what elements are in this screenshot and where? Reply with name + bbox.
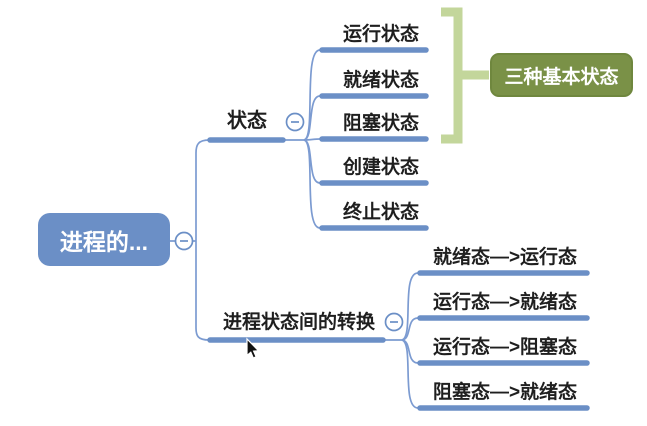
- mouse-cursor: [246, 337, 260, 359]
- collapse-icon-transition[interactable]: [384, 312, 404, 332]
- connector-t2: [401, 317, 419, 341]
- root-topic-label: 进程的...: [59, 228, 149, 255]
- callout-three-basic-states[interactable]: 三种基本状态: [490, 53, 633, 97]
- collapse-icon-state[interactable]: [285, 112, 305, 132]
- collapse-icon-root[interactable]: [174, 231, 194, 251]
- group-bracket: [441, 7, 463, 144]
- connector-blocked: [303, 138, 321, 141]
- subtopic-running-state[interactable]: 运行状态: [342, 24, 419, 45]
- connector-created: [303, 139, 321, 184]
- callout-label: 三种基本状态: [504, 66, 619, 88]
- subtopic-blocked-state[interactable]: 阻塞状态: [342, 113, 419, 134]
- subtopic-ready-to-running[interactable]: 就绪态—>运行态: [432, 247, 578, 268]
- root-topic[interactable]: 进程的...: [38, 213, 170, 266]
- connector-t4: [401, 339, 419, 409]
- subtopic-created-state[interactable]: 创建状态: [342, 157, 419, 178]
- connector-terminated: [303, 139, 321, 229]
- subtopic-running-to-blocked[interactable]: 运行态—>阻塞态: [432, 337, 578, 358]
- subtopic-ready-state[interactable]: 就绪状态: [342, 70, 419, 91]
- connector-t1: [401, 272, 419, 341]
- connector-ready: [303, 95, 321, 141]
- branch-topic-transition[interactable]: 进程状态间的转换: [222, 312, 375, 333]
- connector-running: [303, 49, 321, 141]
- connector-trunk: [195, 139, 210, 341]
- subtopic-blocked-to-ready[interactable]: 阻塞态—>就绪态: [432, 382, 578, 403]
- branch-topic-state[interactable]: 状态: [227, 110, 267, 132]
- subtopic-terminated-state[interactable]: 终止状态: [342, 202, 419, 223]
- subtopic-running-to-ready[interactable]: 运行态—>就绪态: [432, 292, 578, 313]
